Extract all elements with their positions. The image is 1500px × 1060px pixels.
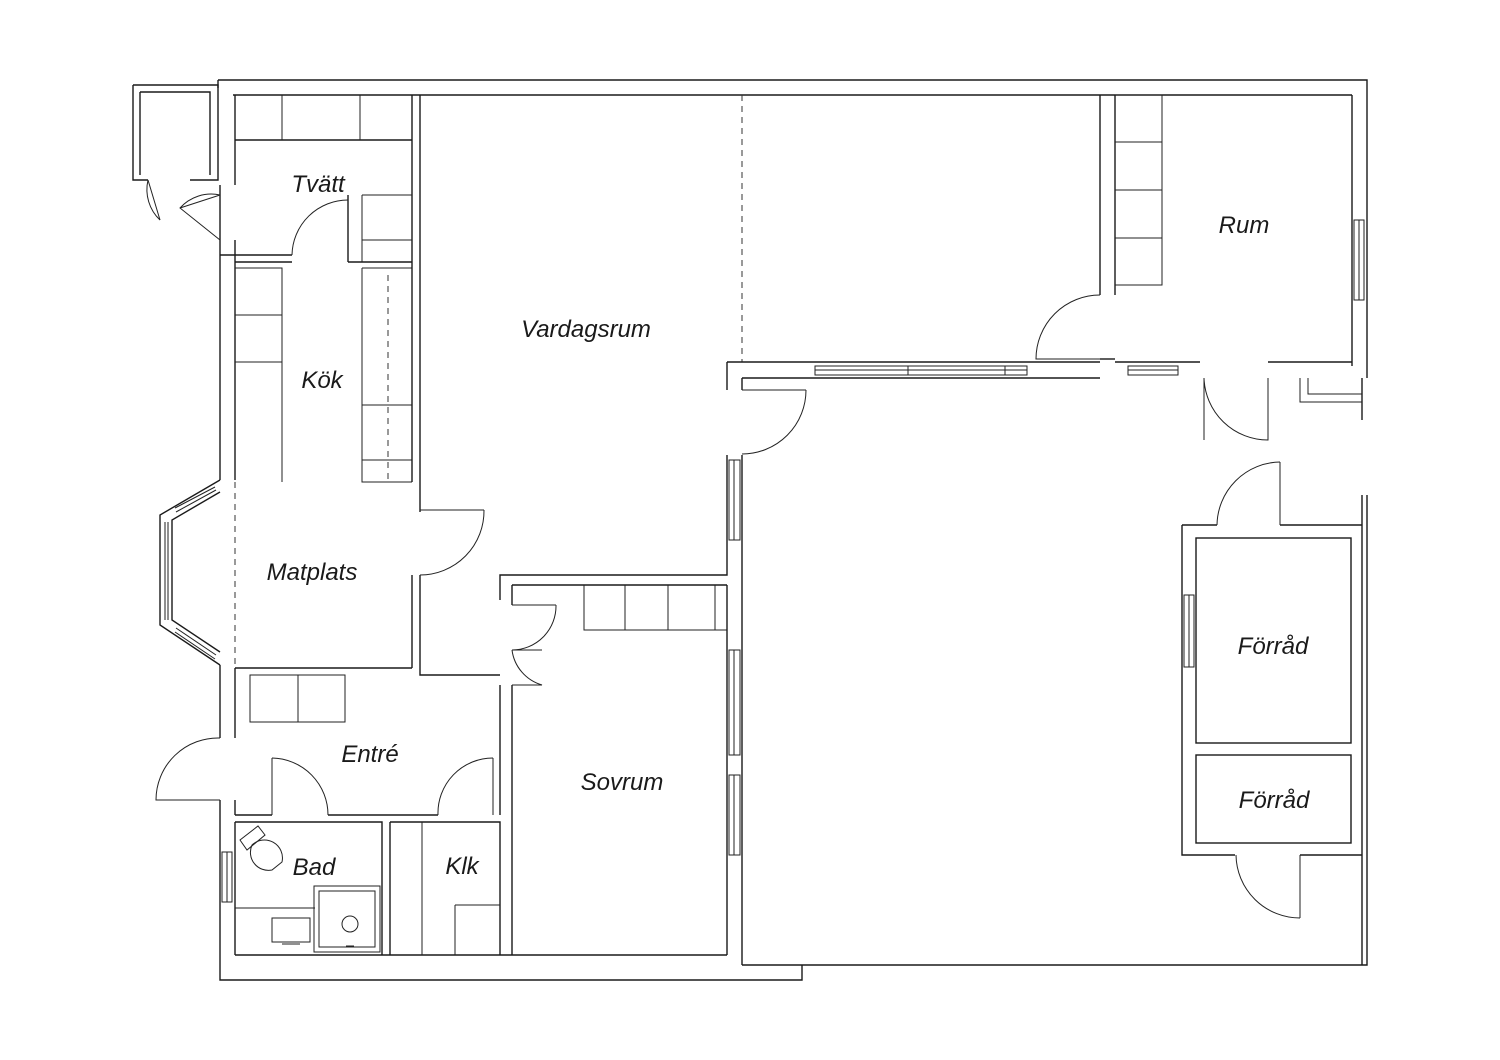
- big-room-door: [741, 377, 1100, 455]
- forrad-rooms: [1181, 461, 1362, 919]
- label-sovrum: Sovrum: [581, 769, 664, 796]
- vestibule: [132, 84, 221, 241]
- label-matplats: Matplats: [267, 559, 358, 586]
- toilet-icon: [239, 825, 283, 871]
- interior-windows: [728, 365, 1179, 856]
- klk-room: [389, 821, 501, 955]
- entre-room: [155, 674, 494, 816]
- label-rum: Rum: [1219, 212, 1270, 239]
- label-vardagsrum: Vardagsrum: [521, 316, 651, 343]
- room-labels: Tvätt Kök Matplats Vardagsrum Rum Entré …: [267, 171, 1310, 881]
- matplats-room: [159, 95, 500, 676]
- label-bad: Bad: [293, 854, 336, 881]
- tvatt-room: [220, 95, 413, 262]
- bad-room: [221, 821, 383, 955]
- label-kok: Kök: [301, 367, 344, 394]
- sovrum-room: [499, 585, 728, 955]
- label-forrad-2: Förråd: [1239, 787, 1310, 814]
- rum-room: [1035, 94, 1365, 441]
- label-entre: Entré: [341, 741, 398, 768]
- label-tvatt: Tvätt: [291, 171, 346, 198]
- label-klk: Klk: [445, 853, 480, 880]
- vardagsrum-room: [499, 95, 1100, 965]
- label-forrad-1: Förråd: [1238, 633, 1309, 660]
- kok-room: [235, 261, 413, 483]
